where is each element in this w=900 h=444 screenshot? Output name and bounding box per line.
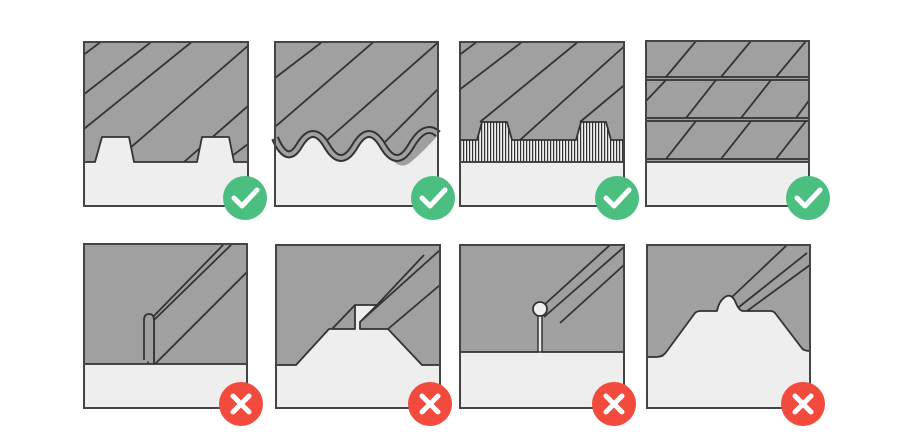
x-icon [408, 382, 452, 426]
panel-corrugated-sheet [271, 41, 441, 207]
panel-insulated-sandwich-panel [459, 41, 625, 207]
check-icon [223, 176, 267, 220]
x-icon [219, 382, 263, 426]
panel-round-seam [459, 244, 625, 409]
panel-bulb-seam [646, 244, 811, 409]
check-icon [786, 176, 830, 220]
x-icon [592, 382, 636, 426]
panel-shingles [645, 40, 810, 207]
check-icon [411, 176, 455, 220]
x-icon [781, 382, 825, 426]
panel-standing-seam [83, 243, 248, 409]
panel-klip-lok-seam [275, 244, 441, 409]
check-icon [595, 176, 639, 220]
panel-trapezoidal-sheet [83, 41, 249, 207]
